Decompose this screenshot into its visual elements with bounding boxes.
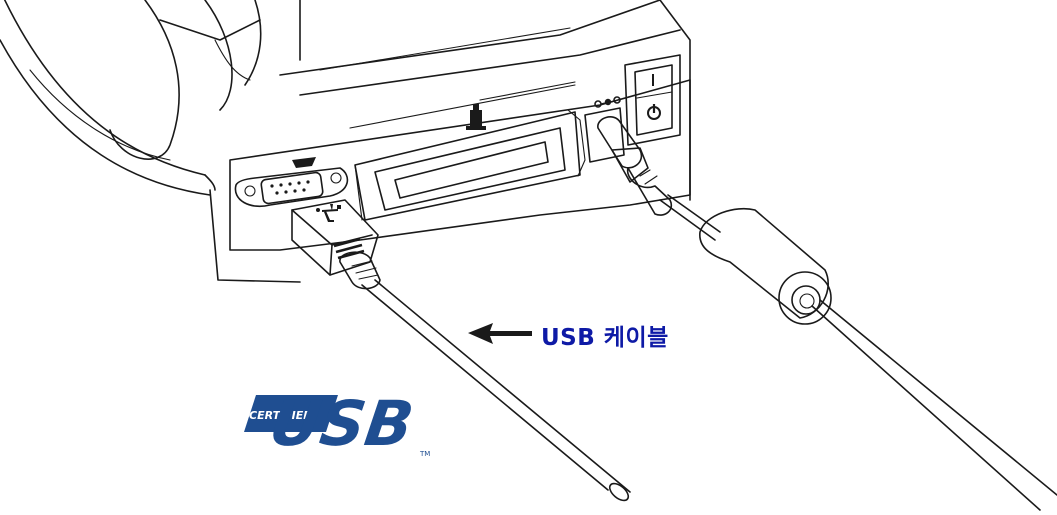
serial-port [234,157,349,207]
logo-certified-text: CERTIFIED [249,409,312,422]
power-switch [624,54,681,146]
rear-panel [229,79,691,251]
callout-arrow [468,323,532,344]
printer-side-edge [209,189,301,283]
power-cable [597,116,1057,511]
certified-usb-logo: CERTIFIED USB TM [244,387,430,460]
media-roll-cover [0,0,301,196]
logo-trademark-text: TM [419,450,430,458]
power-jack [584,96,625,163]
dc-power-jack-icon [594,96,621,108]
usb-cable [291,199,631,502]
db9-serial-port-icon [292,157,316,168]
printer-top-housing [279,0,691,201]
power-on-mark [652,74,654,86]
power-switch-icon [647,104,661,120]
parallel-port [354,104,586,221]
usb-cable-label: USB 케이블 [541,325,669,351]
logo-usb-text: USB [265,387,417,460]
usb-port-icon [316,204,341,222]
parallel-port-icon [466,104,486,130]
